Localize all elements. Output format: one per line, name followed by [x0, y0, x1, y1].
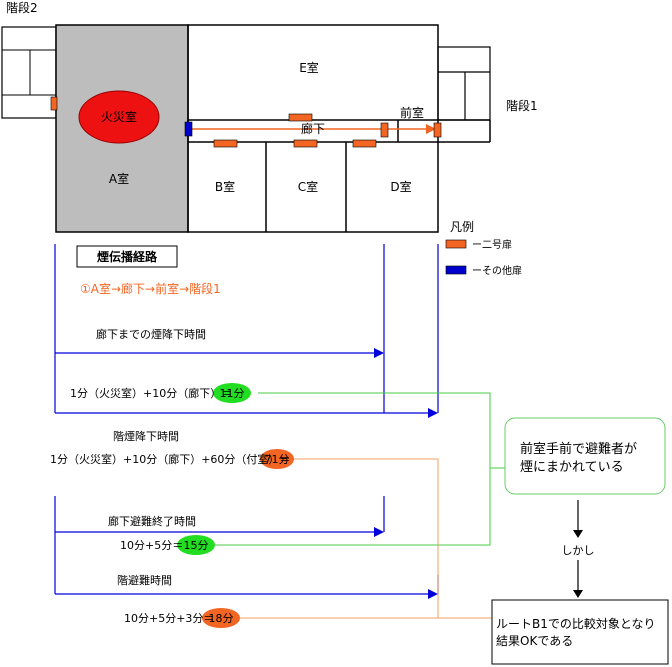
corridor-evac-formula: 10分+5分＝: [120, 539, 183, 552]
door-orange: [288, 113, 313, 122]
room-a-label: A室: [109, 171, 129, 186]
timeline: [54, 244, 439, 599]
anteroom-label: 前室: [400, 105, 424, 120]
corridor-smoke-formula: 1分（火災室）+10分（廊下）＝: [70, 386, 232, 400]
stair-2: [1, 26, 57, 119]
room-e-label: E室: [299, 60, 319, 75]
route-title-box: [76, 245, 178, 268]
room-b-label: B室: [215, 179, 235, 194]
door-orange: [380, 122, 389, 138]
stair-evac-result: 18分: [209, 612, 234, 625]
result-oval-orange: [202, 608, 240, 628]
room-d-label: D室: [390, 179, 411, 194]
door-orange: [213, 139, 238, 148]
result-note-box: [491, 599, 669, 665]
result-oval-green: [177, 535, 215, 555]
orange-connectors: [238, 458, 492, 619]
corridor-evac-label: 廊下避難終了時間: [108, 514, 196, 528]
fire-room-label: 火災室: [101, 109, 137, 124]
fire-room-ellipse: [78, 90, 160, 144]
door-orange: [433, 122, 442, 138]
legend-item-label: ー二号扉: [472, 238, 512, 251]
corridor-label: 廊下: [301, 121, 325, 136]
corridor-evac-result: 15分: [184, 539, 209, 552]
result-oval-orange: [260, 449, 294, 469]
smoke-route-arrowhead: [426, 124, 436, 134]
doors: [50, 96, 442, 148]
legend-item-label: ーその他扉: [472, 264, 522, 277]
stair-evac-formula: 10分+5分+3分＝: [124, 612, 214, 625]
corridor-smoke-label: 廊下までの煙降下時間: [96, 327, 206, 341]
green-connectors: [212, 392, 505, 546]
door-blue: [184, 121, 193, 137]
result-oval-green: [213, 383, 251, 403]
room-c-label: C室: [298, 179, 318, 194]
stair-1: [437, 46, 491, 121]
result-note-text: ルートB1での比較対象となり 結果OKである: [496, 617, 656, 648]
smoke-note-box: [504, 417, 666, 495]
stair-1-label: 階段1: [506, 98, 538, 113]
building-outline: [187, 24, 491, 233]
stair-2-label: 階段2: [6, 0, 38, 15]
route-title: 煙伝播経路: [97, 249, 158, 264]
stair-evac-label: 階避難時間: [117, 573, 172, 587]
flow-arrows: [573, 500, 583, 598]
legend-swatch-blue: [445, 265, 467, 275]
route-description: ①A室→廊下→前室→階段1: [80, 281, 221, 296]
door-orange: [293, 139, 318, 148]
door-orange: [352, 139, 377, 148]
legend: [445, 239, 467, 275]
door-orange: [50, 96, 58, 111]
stair-smoke-formula: 1分（火災室）+10分（廊下）+60分（付室）＝: [50, 452, 290, 466]
legend-title: 凡例: [450, 220, 474, 234]
stair-smoke-label: 階煙降下時間: [113, 429, 179, 443]
smoke-note-text: 前室手前で避難者が 煙にまかれている: [520, 442, 638, 475]
however-label: しかし: [562, 544, 595, 557]
corridor-smoke-result: 11分: [220, 387, 245, 400]
legend-swatch-orange: [445, 239, 467, 249]
stair-smoke-result: 71分: [265, 453, 290, 466]
